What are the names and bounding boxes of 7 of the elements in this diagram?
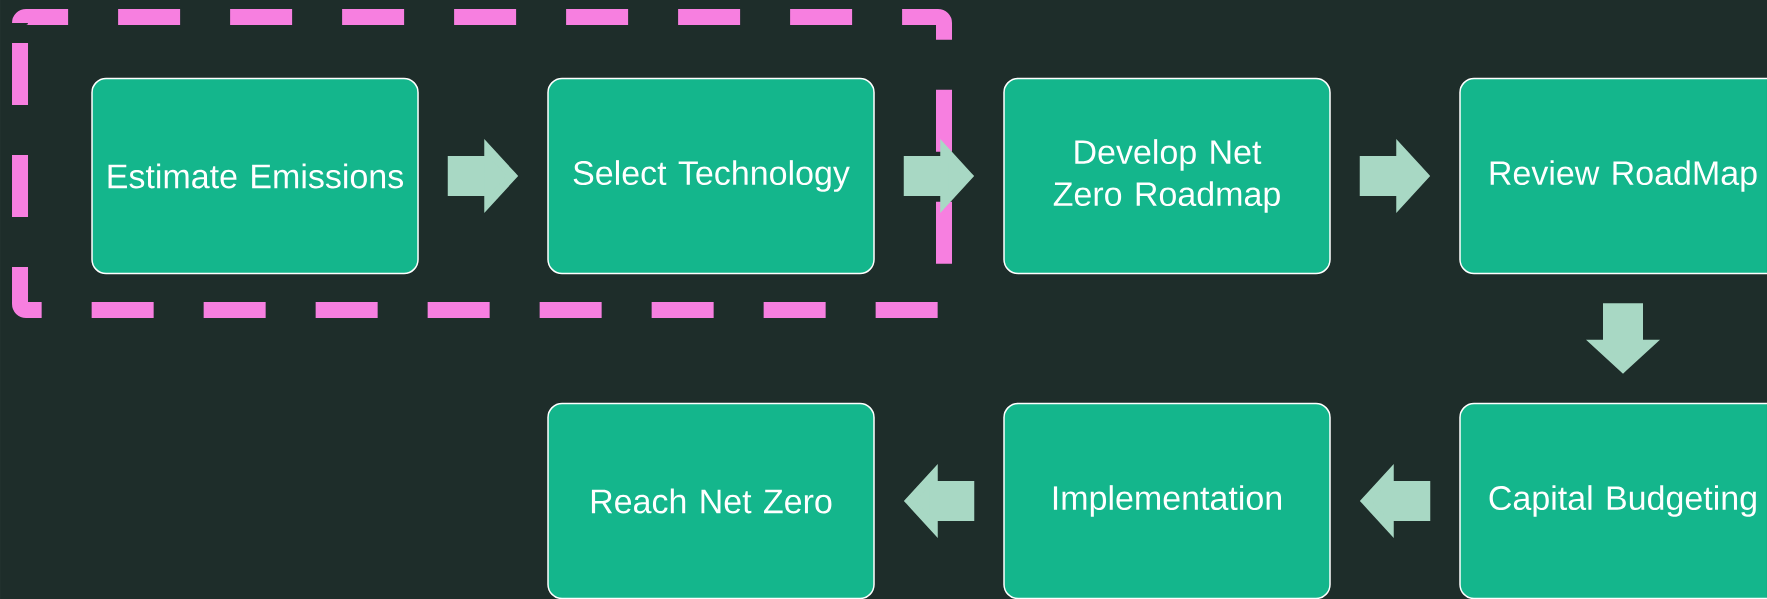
process-box: Implementation (1003, 402, 1331, 599)
process-box: Reach Net Zero (547, 402, 875, 599)
process-box: Review RoadMap (1459, 77, 1767, 275)
process-box: Estimate Emissions (91, 77, 419, 275)
process-box: Capital Budgeting (1459, 402, 1767, 599)
process-box: Select Technology (547, 77, 875, 275)
process-box: Develop Net Zero Roadmap (1003, 77, 1331, 275)
